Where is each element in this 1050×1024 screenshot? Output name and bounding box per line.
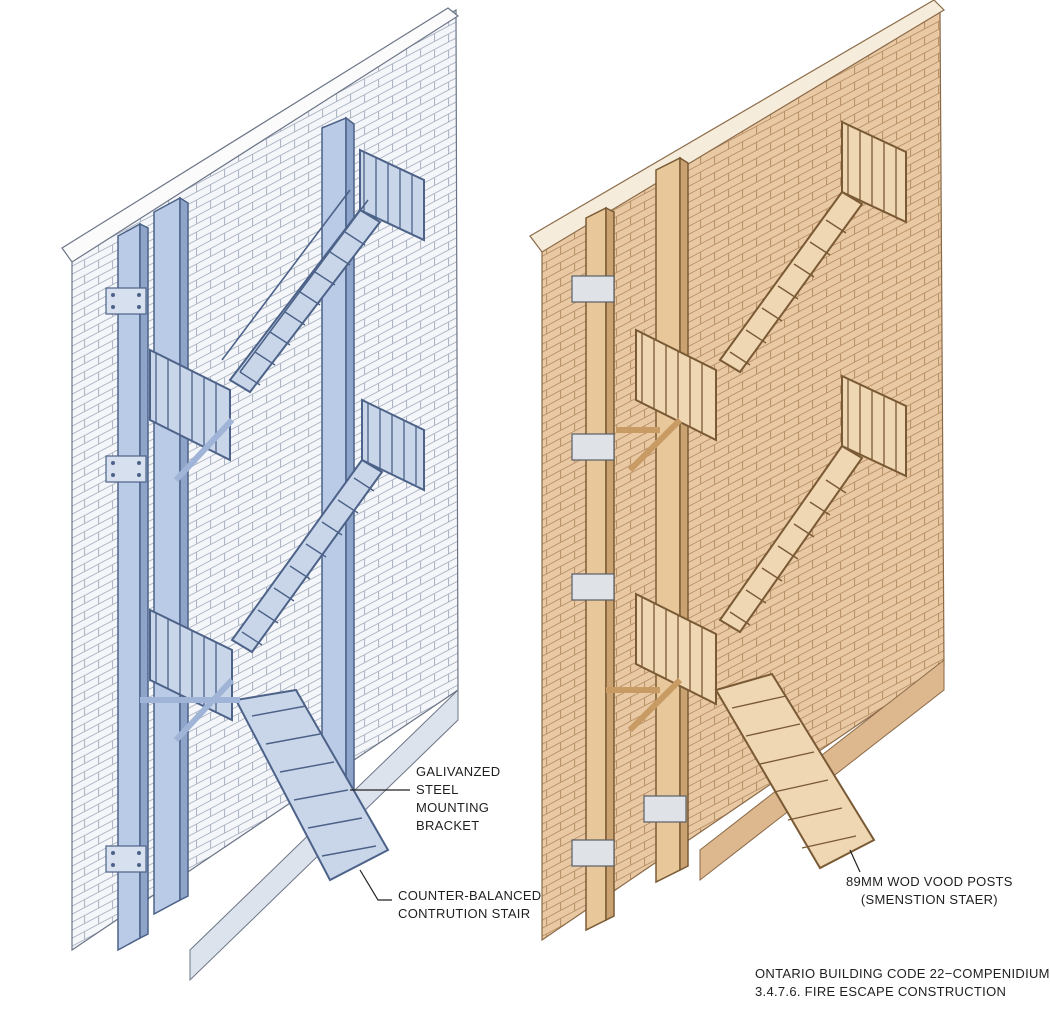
wall-cap bbox=[529, 0, 945, 253]
wood-posts-label-line: 89MM WOD VOOD POSTS bbox=[846, 874, 1013, 889]
stair-flight bbox=[230, 458, 384, 654]
mounting-bracket-icon bbox=[571, 275, 615, 303]
leader-line bbox=[359, 869, 392, 901]
wood-stair bbox=[606, 120, 907, 870]
mounting-bracket-icon bbox=[105, 455, 147, 483]
mounting-bracket-icon bbox=[571, 573, 615, 601]
steel-stair bbox=[140, 148, 425, 882]
stair-flight bbox=[228, 208, 382, 394]
mounting-bracket-icon bbox=[571, 433, 615, 461]
code-caption-line: ONTARIO BUILDING CODE 22−COMPENIDIUM bbox=[755, 966, 1050, 981]
code-caption: ONTARIO BUILDING CODE 22−COMPENIDIUM 3.4… bbox=[755, 965, 1050, 1001]
stair-flight bbox=[718, 190, 864, 374]
fire-escape-diagram bbox=[61, 0, 945, 982]
bracket-label-line: GALIVANZED bbox=[416, 764, 501, 779]
mounting-bracket-icon bbox=[105, 845, 147, 873]
wood-post bbox=[585, 206, 607, 932]
wood-brackets bbox=[571, 275, 687, 867]
annotation-leaders bbox=[350, 789, 861, 901]
landing bbox=[635, 592, 717, 706]
mounting-bracket-icon bbox=[571, 839, 615, 867]
steel-brackets bbox=[105, 287, 147, 873]
landing bbox=[149, 608, 233, 722]
wood-posts-label: 89MM WOD VOOD POSTS (SMENSTION STAER) bbox=[846, 873, 1013, 909]
landing bbox=[635, 328, 717, 442]
landing bbox=[841, 120, 907, 224]
landing bbox=[361, 398, 425, 492]
counter-stair-label-line: COUNTER-BALANCED bbox=[398, 888, 542, 903]
wood-posts-label-line: (SMENSTION STAER) bbox=[860, 892, 998, 907]
stair-flight bbox=[714, 672, 876, 870]
wall-cap bbox=[61, 7, 460, 263]
bracket-label-line: BRACKET bbox=[416, 818, 480, 833]
mounting-bracket-icon bbox=[105, 287, 147, 315]
landing bbox=[841, 374, 907, 478]
bracket-label-line: MOUNTING bbox=[416, 800, 490, 815]
bracket-label-line: STEEL bbox=[416, 782, 459, 797]
code-caption-line: 3.4.7.6. FIRE ESCAPE CONSTRUCTION bbox=[755, 984, 1007, 999]
wood-post bbox=[655, 156, 681, 884]
counter-stair-label: COUNTER-BALANCED CONTRUTION STAIR bbox=[398, 887, 541, 923]
leader-line bbox=[849, 849, 861, 873]
mounting-bracket-icon bbox=[643, 795, 687, 823]
stair-flight bbox=[718, 444, 864, 634]
counter-stair-label-line: CONTRUTION STAIR bbox=[398, 906, 531, 921]
wood-wall-section bbox=[529, 0, 945, 942]
stair-flight bbox=[234, 688, 390, 882]
steel-post bbox=[117, 222, 141, 952]
landing bbox=[149, 348, 231, 462]
steel-post bbox=[153, 196, 181, 916]
bracket-label: GALIVANZED STEEL MOUNTING BRACKET bbox=[416, 763, 500, 835]
